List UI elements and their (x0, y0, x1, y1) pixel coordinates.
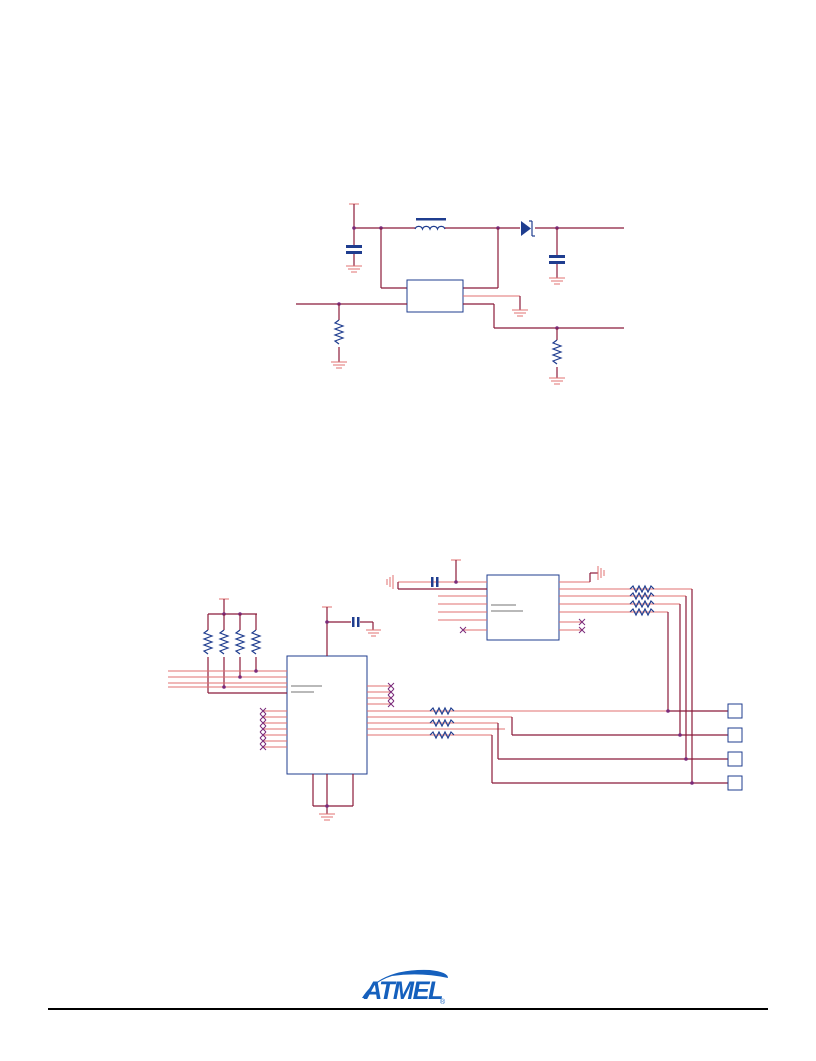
pullup-resistor-bank (202, 629, 262, 655)
ground-symbol (331, 361, 347, 369)
no-connect-pin-group-left (259, 707, 287, 751)
connector-pad (727, 727, 743, 743)
input-capacitor (346, 245, 362, 254)
no-connect-marker (578, 618, 586, 626)
ground-symbol (386, 575, 394, 589)
ground-symbol (319, 813, 335, 821)
schottky-diode (521, 220, 535, 237)
decoupling-capacitor (431, 577, 439, 587)
interface-schematic (168, 559, 743, 821)
ground-symbol (549, 277, 565, 285)
main-ic (286, 655, 368, 775)
feedback-resistor (551, 339, 563, 365)
ground-symbol (346, 265, 362, 273)
output-capacitor (549, 255, 565, 264)
ground-symbol (512, 309, 528, 317)
decoupling-capacitor (352, 617, 360, 627)
ground-symbol (366, 629, 381, 637)
logo-wordmark: ATMEL (363, 977, 442, 1005)
atmel-logo: ATMEL ® (362, 969, 448, 1006)
series-resistor-array (629, 584, 655, 617)
no-connect-marker (578, 626, 586, 634)
no-connect-pin-group-right (367, 682, 395, 708)
no-connect-marker (459, 626, 467, 634)
boost-converter-schematic (296, 203, 624, 385)
pulldown-resistor (333, 319, 345, 345)
connector-pad (727, 703, 743, 719)
connector-pad (727, 775, 743, 791)
output-resistor-array (429, 706, 455, 740)
upper-ic (486, 574, 560, 641)
ground-symbol (597, 566, 605, 580)
registered-mark: ® (440, 998, 446, 1006)
connector-pad (727, 751, 743, 767)
inductor (414, 218, 446, 231)
converter-ic (406, 279, 464, 313)
ground-symbol (549, 377, 565, 385)
